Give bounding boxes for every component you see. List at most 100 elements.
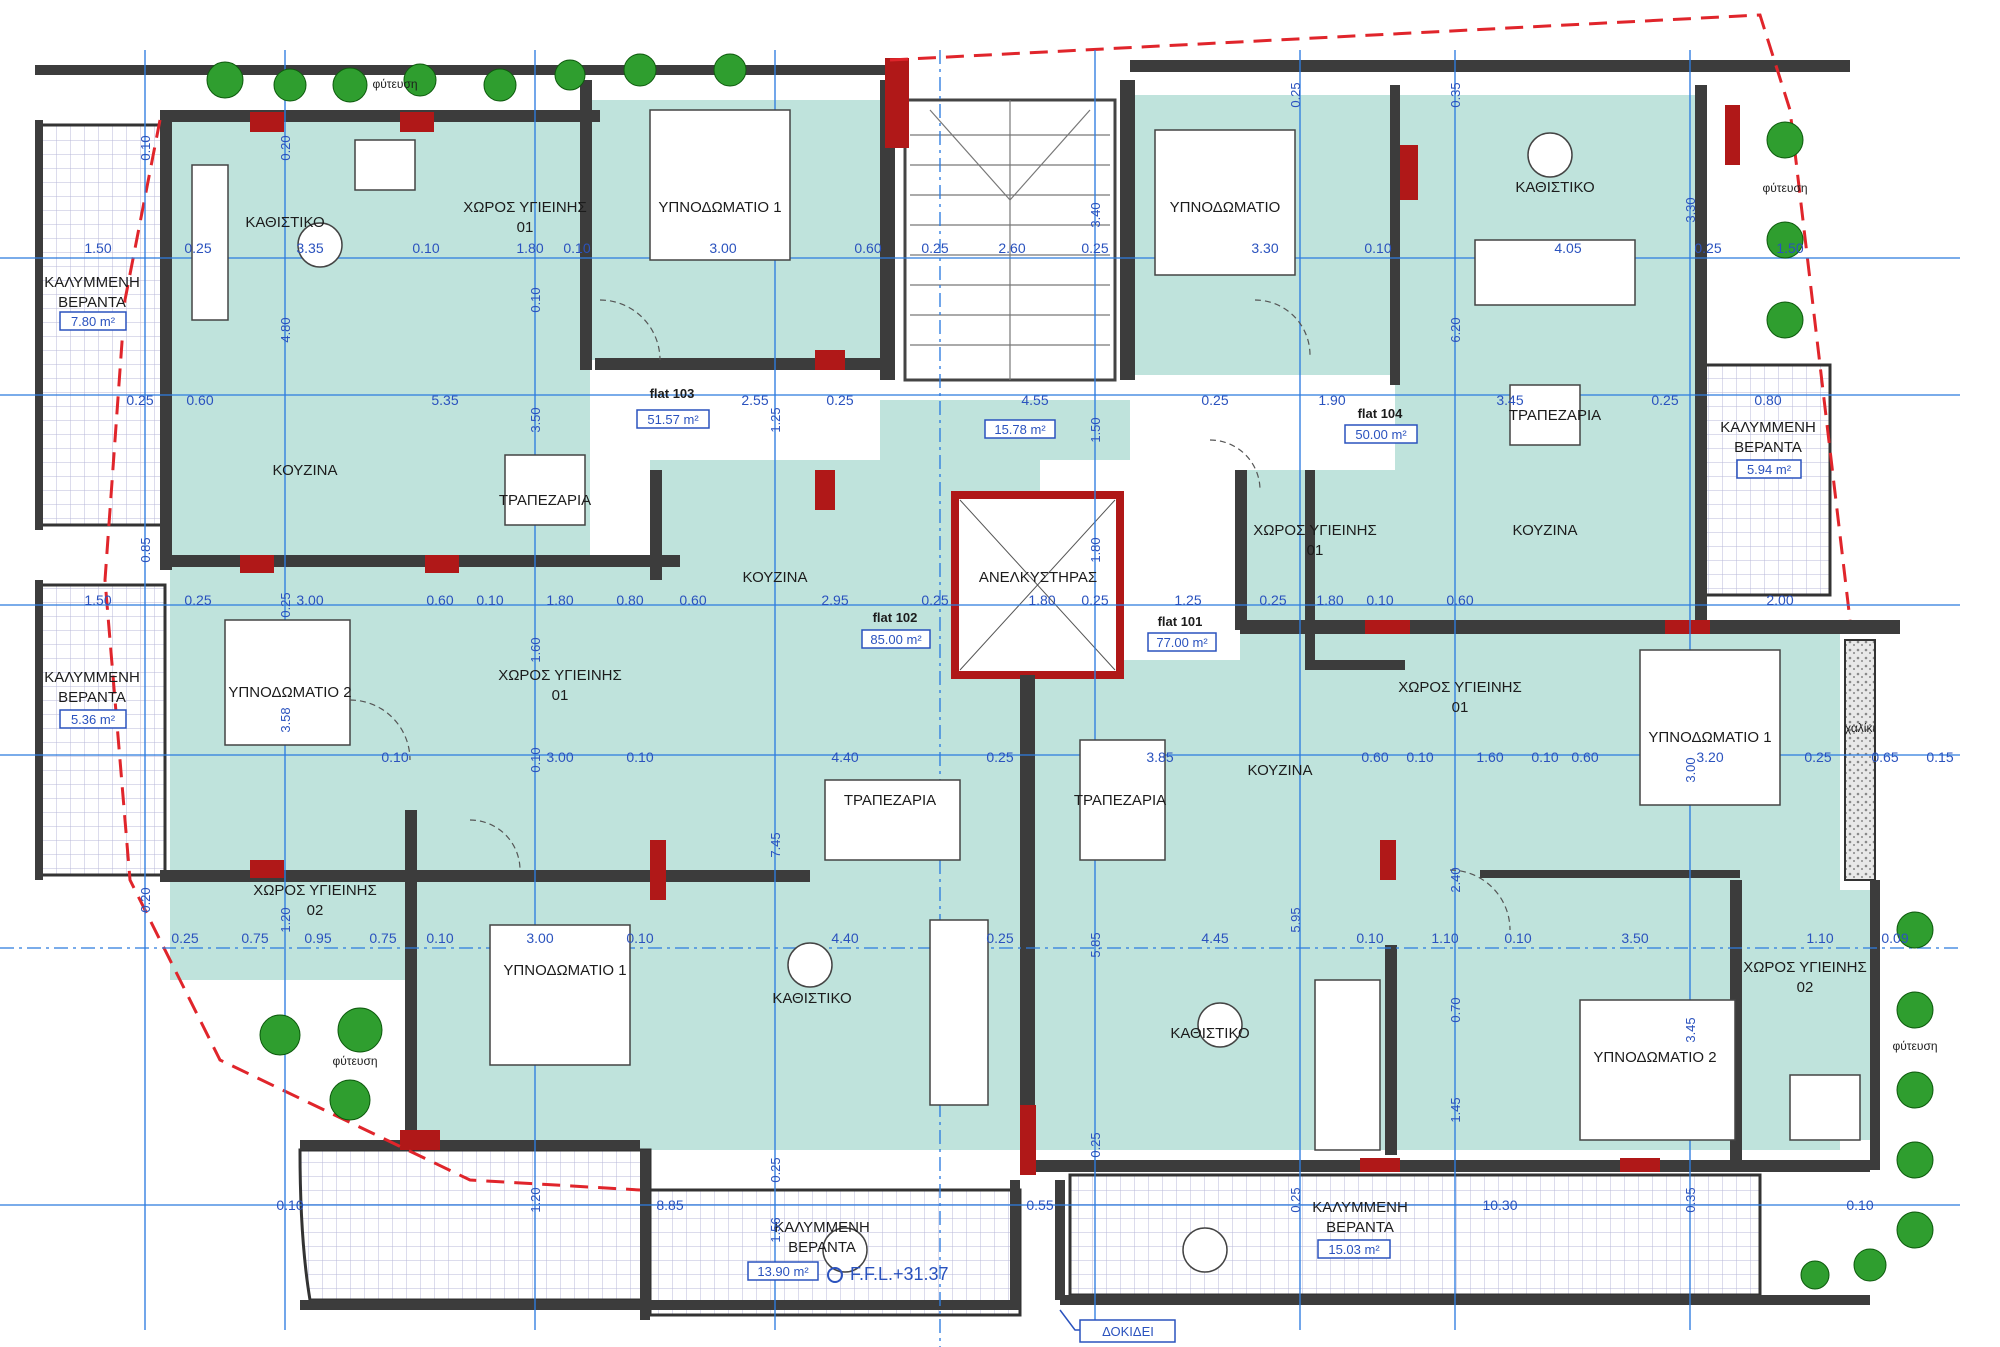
gravel-label: χαλίκι [1845, 721, 1876, 735]
dimension: 3.20 [1696, 749, 1723, 765]
veranda-label: ΒΕΡΑΝΤΑ [1326, 1219, 1394, 1236]
dimension: 0.10 [563, 240, 590, 256]
dimension: 0.25 [171, 930, 198, 946]
dimension: 0.25 [126, 392, 153, 408]
flat-label: flat 102 [873, 610, 918, 625]
dimension: 0.95 [304, 930, 331, 946]
planting-label: φύτευση [1762, 181, 1807, 195]
room-label: 01 [1307, 542, 1324, 559]
veranda-area: 7.80 m² [71, 314, 116, 329]
dimension: 0.60 [1571, 749, 1598, 765]
dimension: 0.75 [241, 930, 268, 946]
dimension: 3.00 [709, 240, 736, 256]
dimension: 0.60 [1361, 749, 1388, 765]
dimension: 1.20 [278, 907, 293, 932]
columns [240, 58, 1740, 1175]
dimension: 0.25 [1651, 392, 1678, 408]
dimension: 0.25 [1288, 82, 1303, 107]
dimension: 0.10 [1504, 930, 1531, 946]
flat-area: 77.00 m² [1156, 635, 1208, 650]
room-label: ΚΑΘΙΣΤΙΚΟ [772, 990, 851, 1007]
dimension: 0.35 [1448, 82, 1463, 107]
dimension: 3.50 [528, 407, 543, 432]
dimension: 4.55 [1021, 392, 1048, 408]
dimension: 1.25 [1174, 592, 1201, 608]
dimension: 1.25 [768, 407, 783, 432]
dimension: 3.85 [1146, 749, 1173, 765]
dimension: 4.80 [278, 317, 293, 342]
dimension: 10.30 [1482, 1197, 1517, 1213]
dimension: 0.25 [826, 392, 853, 408]
veranda-label: ΚΑΛΥΜΜΕΝΗ [44, 669, 140, 686]
room-label: ΚΟΥΖΙΝΑ [1248, 762, 1313, 779]
dimension: 1.10 [1431, 930, 1458, 946]
room-label: 01 [552, 687, 569, 704]
dimension: 3.35 [296, 240, 323, 256]
dimension: 1.20 [528, 1187, 543, 1212]
veranda-area: 5.94 m² [1747, 462, 1792, 477]
room-label: ΤΡΑΠΕΖΑΡΙΑ [1074, 792, 1166, 809]
dimension: 5.85 [1088, 932, 1103, 957]
dimensions-horizontal: 1.50 0.25 3.35 0.10 1.80 0.10 3.00 0.60 … [84, 240, 1953, 1213]
stair-area: 15.78 m² [994, 422, 1046, 437]
room-label: ΥΠΝΟΔΩΜΑΤΙΟ 1 [503, 962, 626, 979]
dimension: 0.25 [1694, 240, 1721, 256]
veranda-label: ΚΑΛΥΜΜΕΝΗ [774, 1219, 870, 1236]
dimension: 0.25 [1804, 749, 1831, 765]
dimension: 1.80 [1028, 592, 1055, 608]
dimension: 1.45 [1448, 1097, 1463, 1122]
flat-label: flat 104 [1358, 406, 1404, 421]
dimension: 0.25 [1088, 1132, 1103, 1157]
dimension: 0.10 [626, 749, 653, 765]
dimension: 0.35 [1683, 1187, 1698, 1212]
dimension: 0.10 [1356, 930, 1383, 946]
room-label: ΤΡΑΠΕΖΑΡΙΑ [499, 492, 591, 509]
dimension: 0.10 [528, 747, 543, 772]
flat-area: 50.00 m² [1355, 427, 1407, 442]
dimension: 0.10 [138, 135, 153, 160]
room-label: 02 [1797, 979, 1814, 996]
dimension: 3.50 [1621, 930, 1648, 946]
room-label: ΚΟΥΖΙΝΑ [743, 569, 808, 586]
dimension: 0.10 [1364, 240, 1391, 256]
dimension: 4.40 [831, 930, 858, 946]
dimension: 0.10 [528, 287, 543, 312]
dimensions-vertical: 0.10 0.20 4.80 0.10 3.50 1.25 0.85 0.25 … [138, 82, 1698, 1242]
dimension: 4.45 [1201, 930, 1228, 946]
dimension: 0.60 [1446, 592, 1473, 608]
room-label: ΥΠΝΟΔΩΜΑΤΙΟ [1170, 199, 1281, 216]
room-label: ΧΩΡΟΣ ΥΓΙΕΙΝΗΣ [1398, 679, 1522, 696]
dimension: 1.56 [768, 1217, 783, 1242]
dimension: 1.60 [1476, 749, 1503, 765]
veranda-label: ΒΕΡΑΝΤΑ [788, 1239, 856, 1256]
dimension: 0.25 [278, 592, 293, 617]
ffl-label: F.F.L.+31.37 [850, 1264, 949, 1284]
dimension: 3.00 [296, 592, 323, 608]
flat-label: flat 101 [1158, 614, 1203, 629]
veranda-labels: ΚΑΛΥΜΜΕΝΗ ΒΕΡΑΝΤΑ 7.80 m² ΚΑΛΥΜΜΕΝΗ ΒΕΡΑ… [44, 274, 1816, 1281]
dimension: 0.25 [1201, 392, 1228, 408]
planting-label: φύτευση [372, 77, 417, 91]
dimension: 0.60 [426, 592, 453, 608]
room-label: ΧΩΡΟΣ ΥΓΙΕΙΝΗΣ [253, 882, 377, 899]
room-label: ΚΑΘΙΣΤΙΚΟ [1515, 179, 1594, 196]
room-label: ΧΩΡΟΣ ΥΓΙΕΙΝΗΣ [463, 199, 587, 216]
dimension: 0.25 [1081, 592, 1108, 608]
dimension: 1.80 [516, 240, 543, 256]
dimension: 0.10 [1366, 592, 1393, 608]
dimension: 1.50 [1088, 417, 1103, 442]
dimension: 7.45 [768, 832, 783, 857]
dimension: 1.80 [1316, 592, 1343, 608]
dimension: 0.55 [1026, 1197, 1053, 1213]
dimension: 4.05 [1554, 240, 1581, 256]
flat-area: 51.57 m² [647, 412, 699, 427]
dimension: 0.15 [1926, 749, 1953, 765]
dimension: 1.80 [1088, 537, 1103, 562]
dimension: 1.50 [1776, 240, 1803, 256]
dimension: 3.00 [526, 930, 553, 946]
dimension: 0.10 [1846, 1197, 1873, 1213]
dimension: 0.10 [426, 930, 453, 946]
dimension: 0.70 [1448, 997, 1463, 1022]
dimension: 5.35 [431, 392, 458, 408]
